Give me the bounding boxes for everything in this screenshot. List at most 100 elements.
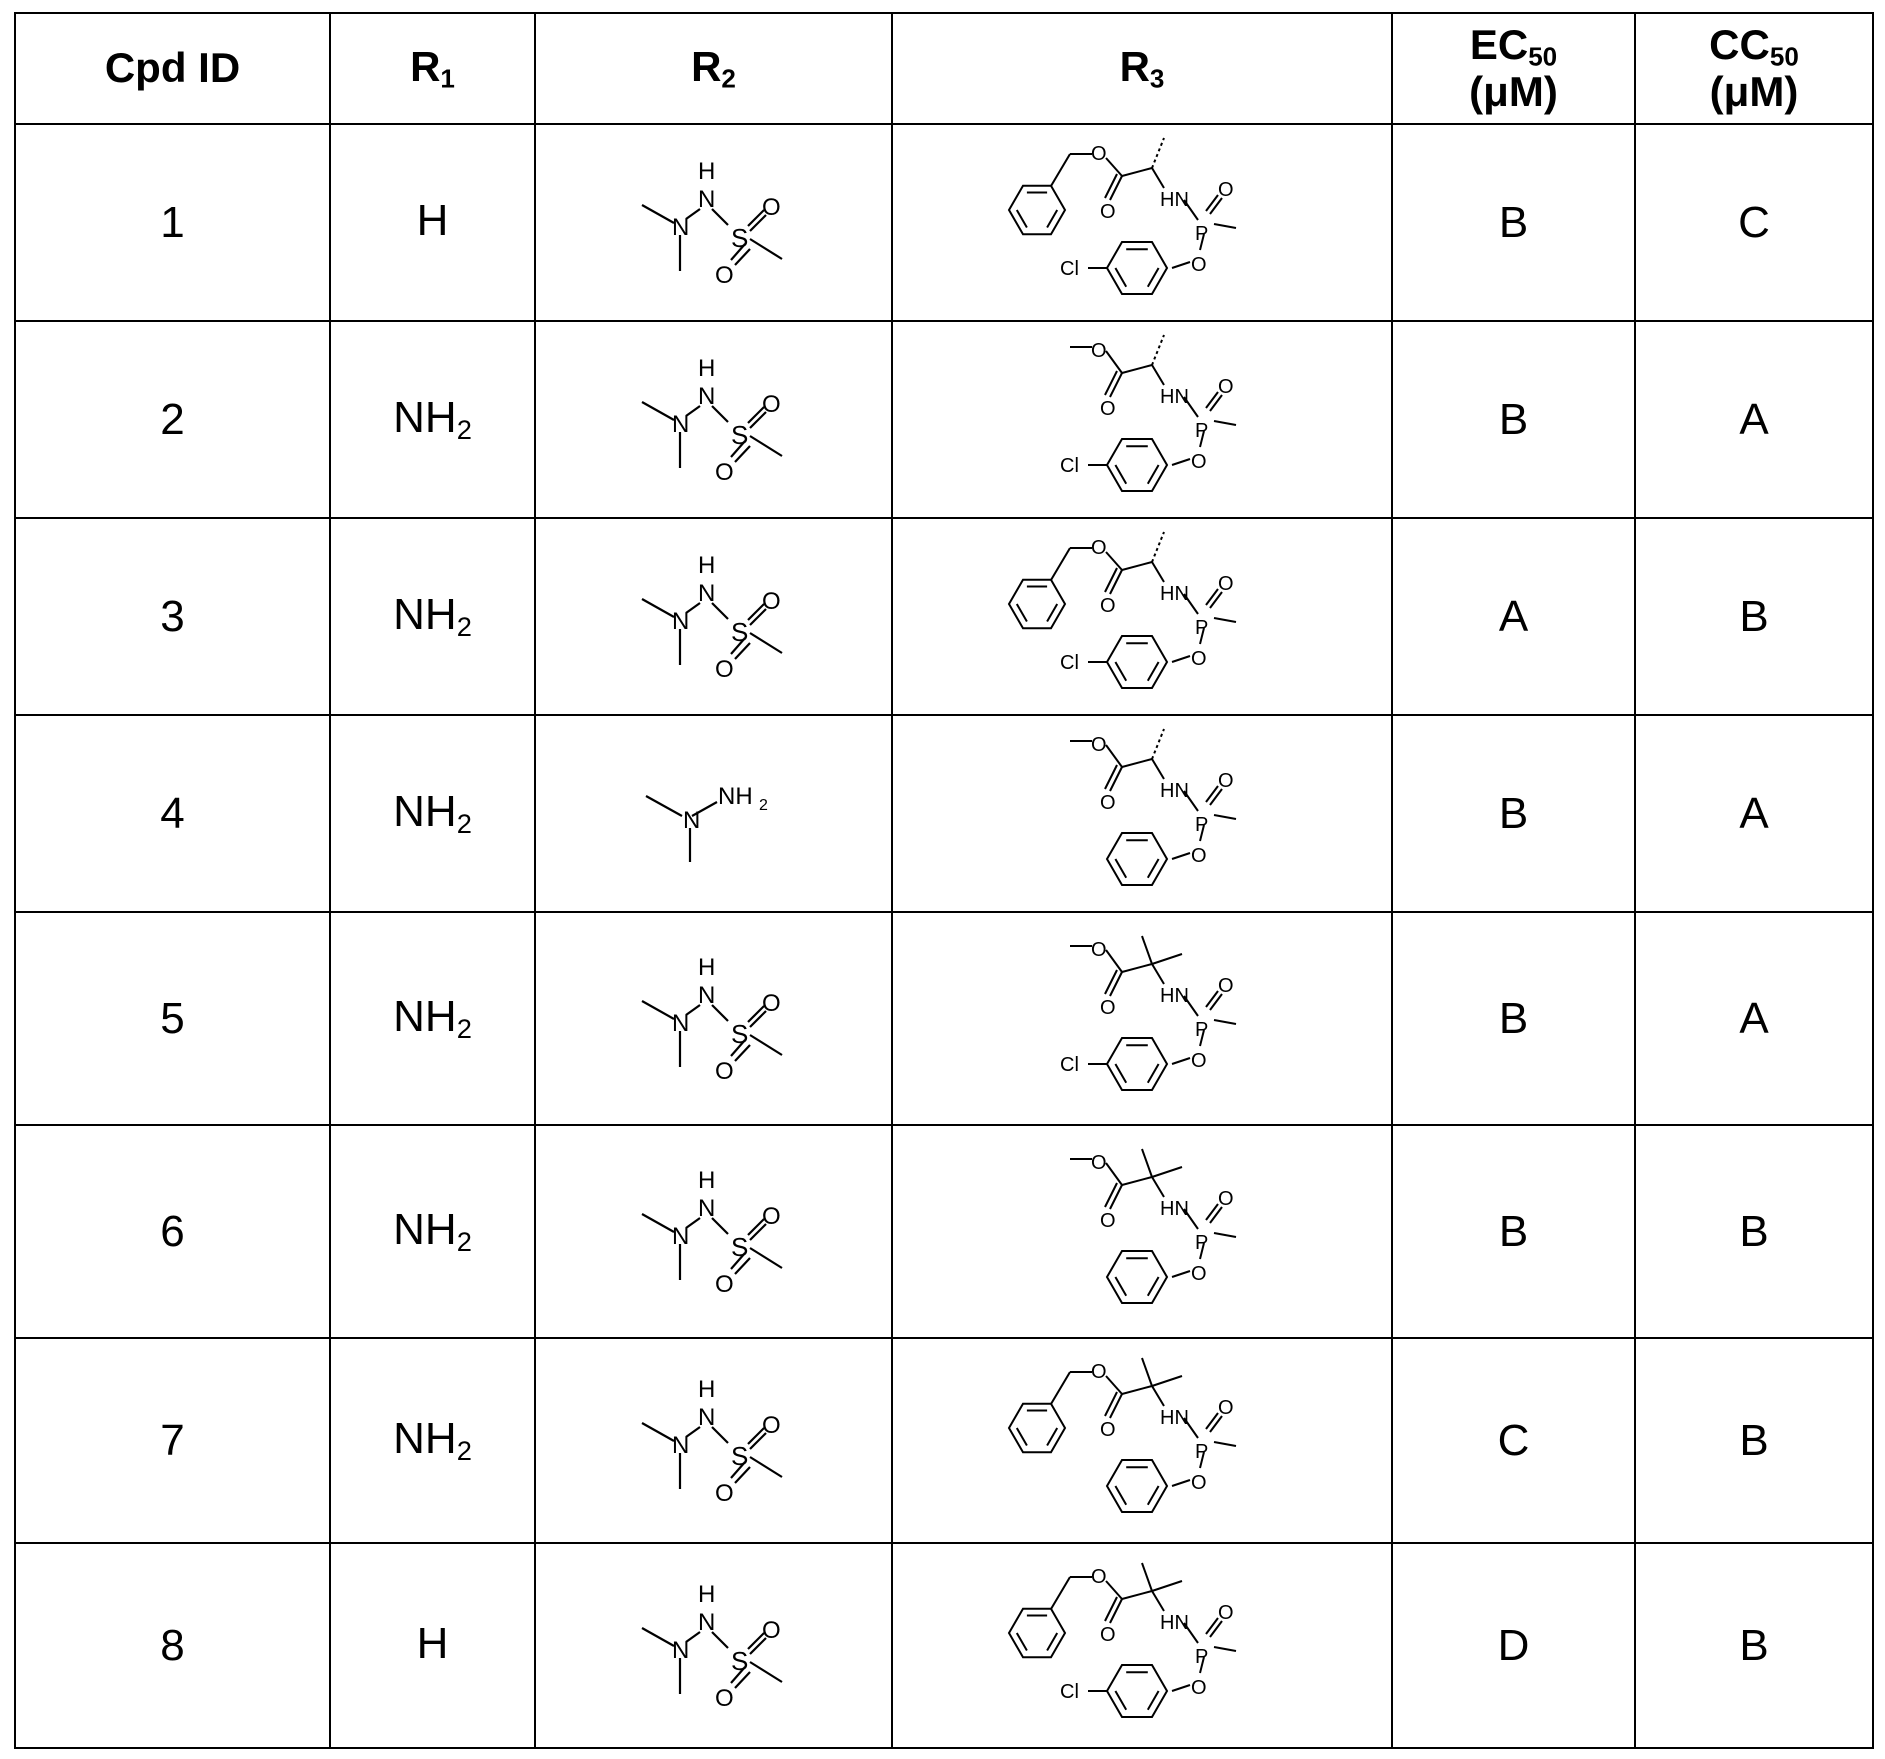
r3-structure: OOHNPOO bbox=[992, 1346, 1292, 1536]
svg-text:Cl: Cl bbox=[1060, 455, 1079, 477]
cc50-cell: B bbox=[1635, 518, 1873, 715]
svg-text:N: N bbox=[698, 1404, 715, 1431]
cc50-cell: A bbox=[1635, 912, 1873, 1125]
r2-structure: N H N S O O bbox=[614, 1371, 814, 1511]
r3-cell: OOHNPOOCl bbox=[892, 124, 1392, 321]
r3-cell: OOHNPOO bbox=[892, 1338, 1392, 1543]
r3-structure: OOHNPOOCl bbox=[992, 325, 1292, 515]
table-row: 1 H N H N S O O OOHNPOOCl B C bbox=[15, 124, 1873, 321]
r3-cell: OOHNPOOCl bbox=[892, 321, 1392, 518]
table-row: 5 NH2 N H N S O O OOHNPOOCl B A bbox=[15, 912, 1873, 1125]
svg-text:O: O bbox=[715, 1480, 734, 1507]
svg-text:H: H bbox=[698, 355, 715, 382]
r2-structure: N H N S O O bbox=[614, 1576, 814, 1716]
svg-text:O: O bbox=[1100, 1419, 1116, 1441]
svg-text:P: P bbox=[1195, 420, 1208, 442]
svg-text:P: P bbox=[1195, 1232, 1208, 1254]
svg-text:N: N bbox=[698, 580, 715, 607]
r1-cell: NH2 bbox=[330, 1338, 535, 1543]
svg-text:O: O bbox=[1091, 1152, 1107, 1174]
svg-text:O: O bbox=[1218, 1188, 1234, 1210]
svg-text:O: O bbox=[1191, 1050, 1207, 1072]
r1-cell: NH2 bbox=[330, 518, 535, 715]
svg-text:O: O bbox=[1218, 376, 1234, 398]
svg-text:O: O bbox=[762, 391, 781, 418]
svg-text:O: O bbox=[715, 262, 734, 289]
svg-text:N: N bbox=[698, 186, 715, 213]
svg-text:O: O bbox=[762, 1412, 781, 1439]
cc50-cell: A bbox=[1635, 321, 1873, 518]
svg-text:O: O bbox=[1218, 770, 1234, 792]
svg-text:H: H bbox=[698, 1581, 715, 1608]
svg-text:S: S bbox=[731, 223, 748, 253]
svg-text:HN: HN bbox=[1160, 583, 1189, 605]
r2-cell: N H N S O O bbox=[535, 518, 892, 715]
svg-text:O: O bbox=[715, 1058, 734, 1085]
compound-table: Cpd ID R1 R2 R3 EC50(μM) CC50(μM) 1 H N bbox=[14, 12, 1874, 1749]
r3-structure: OOHNPOOCl bbox=[992, 522, 1292, 712]
svg-text:O: O bbox=[1100, 595, 1116, 617]
svg-text:O: O bbox=[1100, 398, 1116, 420]
svg-text:N: N bbox=[698, 383, 715, 410]
svg-text:HN: HN bbox=[1160, 1198, 1189, 1220]
r2-cell: N H N S O O bbox=[535, 124, 892, 321]
svg-text:O: O bbox=[1218, 573, 1234, 595]
svg-text:O: O bbox=[1100, 1624, 1116, 1646]
svg-text:Cl: Cl bbox=[1060, 1681, 1079, 1703]
r2-cell: N H N S O O bbox=[535, 1338, 892, 1543]
svg-text:P: P bbox=[1195, 1441, 1208, 1463]
svg-text:H: H bbox=[698, 158, 715, 185]
svg-text:O: O bbox=[1091, 939, 1107, 961]
cpd-id-cell: 4 bbox=[15, 715, 330, 912]
svg-text:S: S bbox=[731, 1019, 748, 1049]
header-r1: R1 bbox=[330, 13, 535, 124]
r3-structure: OOHNPOO bbox=[992, 719, 1292, 909]
r2-cell: N H N S O O bbox=[535, 1543, 892, 1748]
cpd-id-cell: 3 bbox=[15, 518, 330, 715]
svg-text:O: O bbox=[715, 1271, 734, 1298]
r3-cell: OOHNPOO bbox=[892, 715, 1392, 912]
svg-text:P: P bbox=[1195, 223, 1208, 245]
svg-text:O: O bbox=[762, 990, 781, 1017]
table-row: 3 NH2 N H N S O O OOHNPOOCl A B bbox=[15, 518, 1873, 715]
svg-text:O: O bbox=[1191, 1472, 1207, 1494]
svg-text:O: O bbox=[1191, 1677, 1207, 1699]
header-cc50: CC50(μM) bbox=[1635, 13, 1873, 124]
svg-text:O: O bbox=[1191, 1263, 1207, 1285]
r3-cell: OOHNPOO bbox=[892, 1125, 1392, 1338]
svg-text:O: O bbox=[715, 1685, 734, 1712]
svg-text:N: N bbox=[683, 807, 700, 834]
svg-text:H: H bbox=[698, 1376, 715, 1403]
svg-text:O: O bbox=[1091, 340, 1107, 362]
r3-cell: OOHNPOOCl bbox=[892, 1543, 1392, 1748]
svg-text:O: O bbox=[1100, 201, 1116, 223]
svg-text:N: N bbox=[672, 214, 689, 241]
table-row: 4 NH2 N NH 2 OOHNPOO B A bbox=[15, 715, 1873, 912]
r2-structure: N H N S O O bbox=[614, 350, 814, 490]
table-row: 7 NH2 N H N S O O OOHNPOO C B bbox=[15, 1338, 1873, 1543]
cc50-cell: A bbox=[1635, 715, 1873, 912]
svg-text:O: O bbox=[1091, 537, 1107, 559]
svg-text:O: O bbox=[1191, 845, 1207, 867]
r3-structure: OOHNPOOCl bbox=[992, 128, 1292, 318]
cpd-id-cell: 7 bbox=[15, 1338, 330, 1543]
svg-text:S: S bbox=[731, 1441, 748, 1471]
ec50-cell: B bbox=[1392, 124, 1635, 321]
svg-text:HN: HN bbox=[1160, 189, 1189, 211]
svg-text:N: N bbox=[698, 1195, 715, 1222]
svg-text:N: N bbox=[672, 411, 689, 438]
r2-structure: N H N S O O bbox=[614, 547, 814, 687]
svg-text:N: N bbox=[698, 982, 715, 1009]
svg-text:Cl: Cl bbox=[1060, 1054, 1079, 1076]
r2-cell: N NH 2 bbox=[535, 715, 892, 912]
svg-text:N: N bbox=[672, 1432, 689, 1459]
svg-text:O: O bbox=[762, 194, 781, 221]
table-row: 2 NH2 N H N S O O OOHNPOOCl B A bbox=[15, 321, 1873, 518]
svg-text:S: S bbox=[731, 420, 748, 450]
svg-text:O: O bbox=[1091, 143, 1107, 165]
header-r3: R3 bbox=[892, 13, 1392, 124]
r2-structure: N H N S O O bbox=[614, 153, 814, 293]
header-ec50: EC50(μM) bbox=[1392, 13, 1635, 124]
r2-structure: N NH 2 bbox=[614, 754, 814, 874]
svg-text:O: O bbox=[1218, 1397, 1234, 1419]
